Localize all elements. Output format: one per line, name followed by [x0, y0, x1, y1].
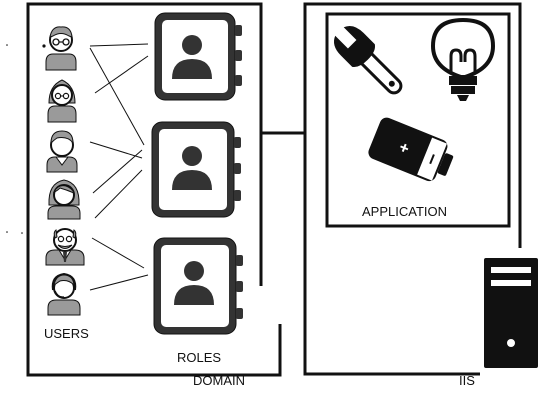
lightbulb-icon: [431, 18, 495, 101]
connection-line: [89, 274, 149, 291]
domain-boundary: [26, 2, 282, 377]
connection-line: [89, 141, 143, 159]
contact-book-icon: [151, 121, 241, 218]
dot-marker: [6, 231, 8, 233]
iis-boundary: [303, 2, 522, 376]
application-box: [325, 12, 511, 228]
server-tower-icon: [484, 258, 538, 368]
iis-label: IIS: [459, 373, 475, 388]
dot-marker: [6, 44, 8, 46]
dot-marker: [21, 232, 23, 234]
user-role-connections: [89, 43, 149, 291]
battery-icon: [368, 117, 454, 182]
connection-line: [89, 43, 149, 47]
dot-marker: [42, 44, 46, 48]
user-glasses-icon: [45, 26, 77, 71]
connection-line: [89, 47, 145, 146]
user-headset-icon: [47, 272, 81, 316]
domain-label: DOMAIN: [193, 373, 245, 388]
user-elder-tie-icon: [45, 228, 85, 266]
roles-label: ROLES: [177, 350, 222, 365]
application-label: APPLICATION: [362, 204, 448, 219]
connection-line: [92, 149, 143, 194]
user-female-glasses-icon: [47, 79, 77, 123]
contact-book-icon: [153, 237, 243, 335]
connection-line: [94, 55, 149, 94]
contact-book-icon: [154, 12, 242, 101]
user-male-icon: [46, 130, 78, 173]
users-label: USERS: [44, 326, 89, 341]
wrench-icon: [333, 25, 403, 95]
connection-line: [91, 237, 145, 269]
user-female-icon: [47, 179, 81, 220]
connection-line: [94, 169, 143, 219]
